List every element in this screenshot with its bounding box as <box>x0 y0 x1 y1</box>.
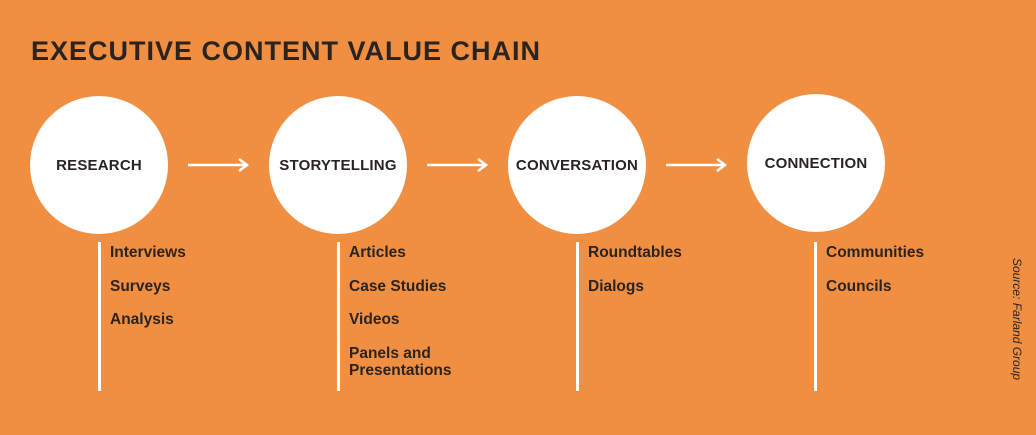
source-note: Source: Farland Group <box>1010 258 1024 381</box>
stage-divider-line <box>337 242 340 391</box>
stage-label: STORYTELLING <box>279 156 397 174</box>
list-item: Dialogs <box>588 277 644 295</box>
stage-items-conversation: Roundtables Dialogs <box>588 244 728 311</box>
list-item: Articles <box>349 244 406 261</box>
list-item: Roundtables <box>588 244 682 261</box>
stage-circle-connection: CONNECTION <box>747 94 885 232</box>
arrow-right-icon <box>427 158 489 172</box>
stage-label: RESEARCH <box>56 156 142 174</box>
list-item: Analysis <box>110 311 174 328</box>
stage-circle-conversation: CONVERSATION <box>508 96 646 234</box>
list-item: Case Studies <box>349 277 447 295</box>
list-item: Panels and Presentations <box>349 344 452 379</box>
stage-circle-research: RESEARCH <box>30 96 168 234</box>
list-item: Surveys <box>110 277 171 295</box>
stage-items-storytelling: Articles Case Studies Videos Panels and … <box>349 244 489 395</box>
stage-label: CONNECTION <box>764 154 868 172</box>
stage-items-research: Interviews Surveys Analysis <box>110 244 250 345</box>
list-item: Videos <box>349 311 400 328</box>
stage-divider-line <box>814 242 817 391</box>
stage-divider-line <box>576 242 579 391</box>
list-item: Communities <box>826 244 925 261</box>
list-item: Interviews <box>110 244 186 261</box>
list-item: Councils <box>826 277 892 295</box>
stage-items-connection: Communities Councils <box>826 244 976 311</box>
diagram-title: EXECUTIVE CONTENT VALUE CHAIN <box>31 36 542 66</box>
stage-divider-line <box>98 242 101 391</box>
arrow-right-icon <box>666 158 728 172</box>
stage-label: CONVERSATION <box>515 156 639 174</box>
stage-circle-storytelling: STORYTELLING <box>269 96 407 234</box>
arrow-right-icon <box>188 158 250 172</box>
